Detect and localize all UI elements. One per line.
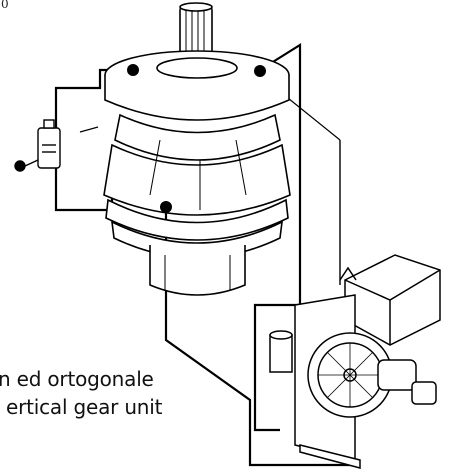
gear-unit-shaft [179,5,213,59]
cooler-filter [269,334,293,373]
cooler-motor [377,359,417,391]
cooler-top-box [344,254,441,346]
gear-unit-upper-bell [114,113,281,161]
corner-mark: 0 [1,0,9,11]
cooler-base [299,444,361,469]
caption-line-english: ertical gear unit [6,395,163,419]
pipe-right-upper [253,43,302,432]
dot-middle [160,201,172,213]
oil-cooler [269,254,441,469]
gear-unit [103,2,291,296]
caption-line-italian: n ed ortogonale [0,367,154,391]
gear-unit-lower-housing [149,245,246,296]
pressure-switch-bulb [14,160,26,172]
connection-dots [127,64,266,213]
pipe-middle [164,205,350,467]
pipe-filter-link [79,126,99,133]
pressure-switch [14,119,61,172]
gear-unit-main-body [103,143,291,216]
dot-top-left [127,64,139,76]
dot-top-right [254,65,266,77]
